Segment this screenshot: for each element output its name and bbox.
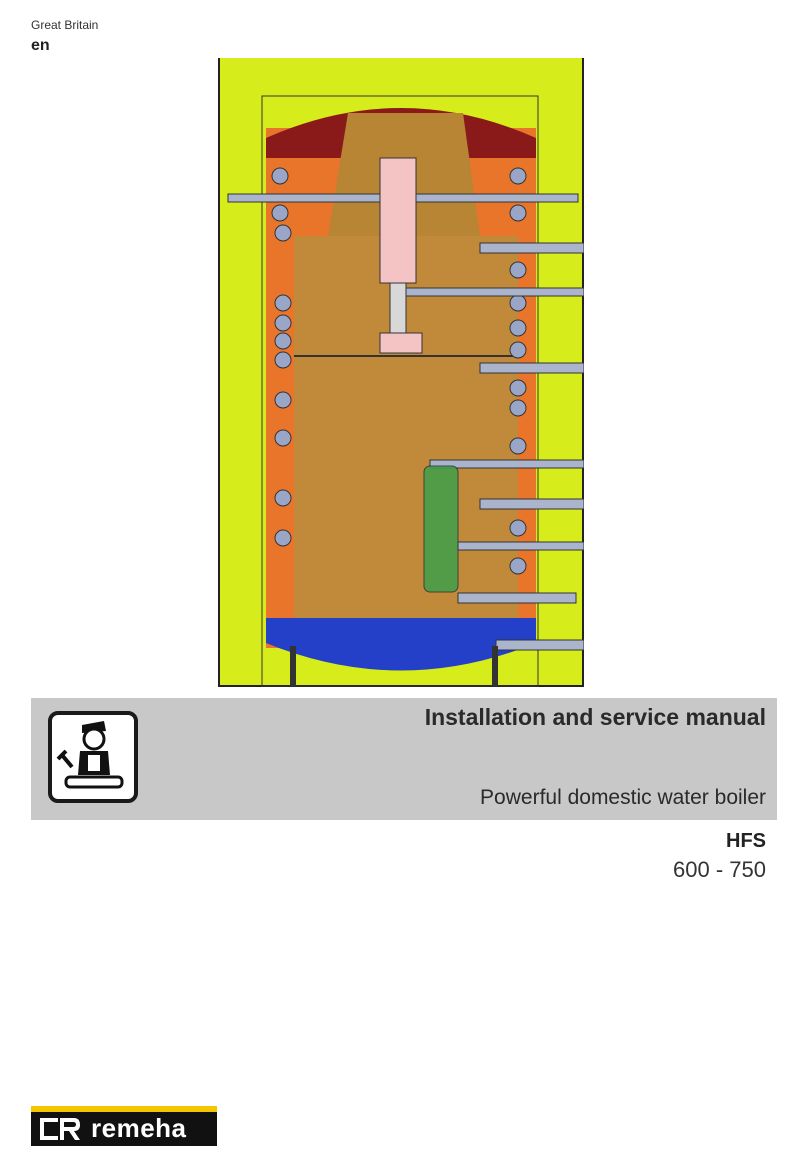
brand-logo: remeha — [31, 1106, 217, 1146]
language-code: en — [31, 37, 50, 54]
boiler-cutaway-illustration — [218, 58, 584, 687]
installer-technician-icon — [48, 711, 138, 803]
brand-name: remeha — [91, 1113, 187, 1143]
manual-title: Installation and service manual — [424, 704, 766, 730]
logo-strip — [31, 1106, 217, 1112]
country-label: Great Britain — [31, 18, 99, 32]
product-range: 600 - 750 — [673, 857, 766, 882]
product-description: Powerful domestic water boiler — [480, 786, 766, 809]
manual-title-banner: Installation and service manual Powerful… — [31, 698, 777, 820]
product-model: HFS — [726, 830, 766, 852]
brand-mark-icon — [40, 1118, 80, 1140]
